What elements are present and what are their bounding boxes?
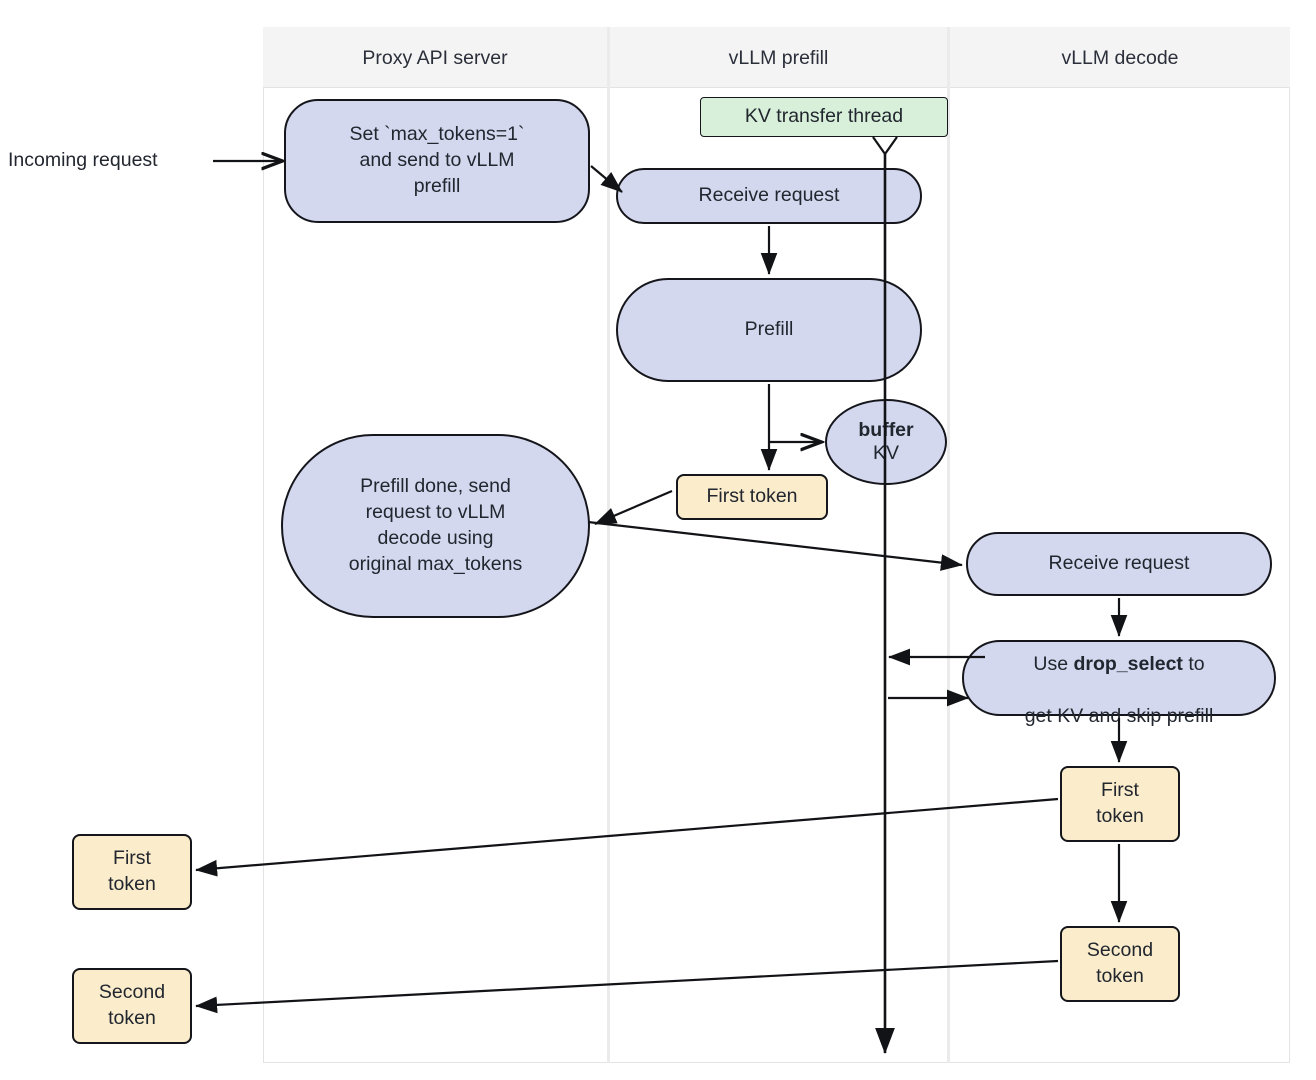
node-prefill-receive-request[interactable]: Receive request [616, 168, 922, 224]
incoming-request-label: Incoming request [8, 149, 158, 171]
drop-select-keyword: drop_select [1073, 653, 1183, 676]
lane-title-decode: vLLM decode [1061, 47, 1179, 69]
lane-title-prefill: vLLM prefill [728, 47, 829, 69]
node-proxy-second-token[interactable]: Second token [72, 968, 192, 1044]
node-decode-receive-request[interactable]: Receive request [966, 532, 1272, 596]
node-buffer-kv[interactable]: buffer KV [825, 399, 947, 485]
node-kv-transfer-thread[interactable]: KV transfer thread [700, 97, 948, 137]
swimlane-header-band [263, 27, 1290, 88]
buffer-kv-title: buffer [858, 419, 914, 441]
node-prefill[interactable]: Prefill [616, 278, 922, 382]
lane-title-proxy: Proxy API server [362, 47, 508, 69]
node-decode-drop-select[interactable]: Use drop_select to get KV and skip prefi… [962, 640, 1276, 727]
drop-select-line2: get KV and skip prefill [1024, 704, 1214, 727]
lane-divider-1 [607, 27, 610, 1063]
drop-select-text: Use drop_select to get KV and skip prefi… [1025, 626, 1214, 730]
buffer-kv-subtitle: KV [872, 442, 899, 464]
node-prefill-done-send-to-decode[interactable]: Prefill done, send request to vLLM decod… [281, 434, 590, 618]
drop-select-suffix: to [1182, 653, 1205, 676]
node-prefill-first-token[interactable]: First token [676, 474, 828, 520]
lane-divider-2 [947, 27, 950, 1063]
node-decode-first-token[interactable]: First token [1060, 766, 1180, 842]
drop-select-prefix: Use [1033, 653, 1074, 676]
node-proxy-first-token[interactable]: First token [72, 834, 192, 910]
node-decode-second-token[interactable]: Second token [1060, 926, 1180, 1002]
node-set-max-tokens[interactable]: Set `max_tokens=1` and send to vLLM pref… [284, 99, 590, 223]
